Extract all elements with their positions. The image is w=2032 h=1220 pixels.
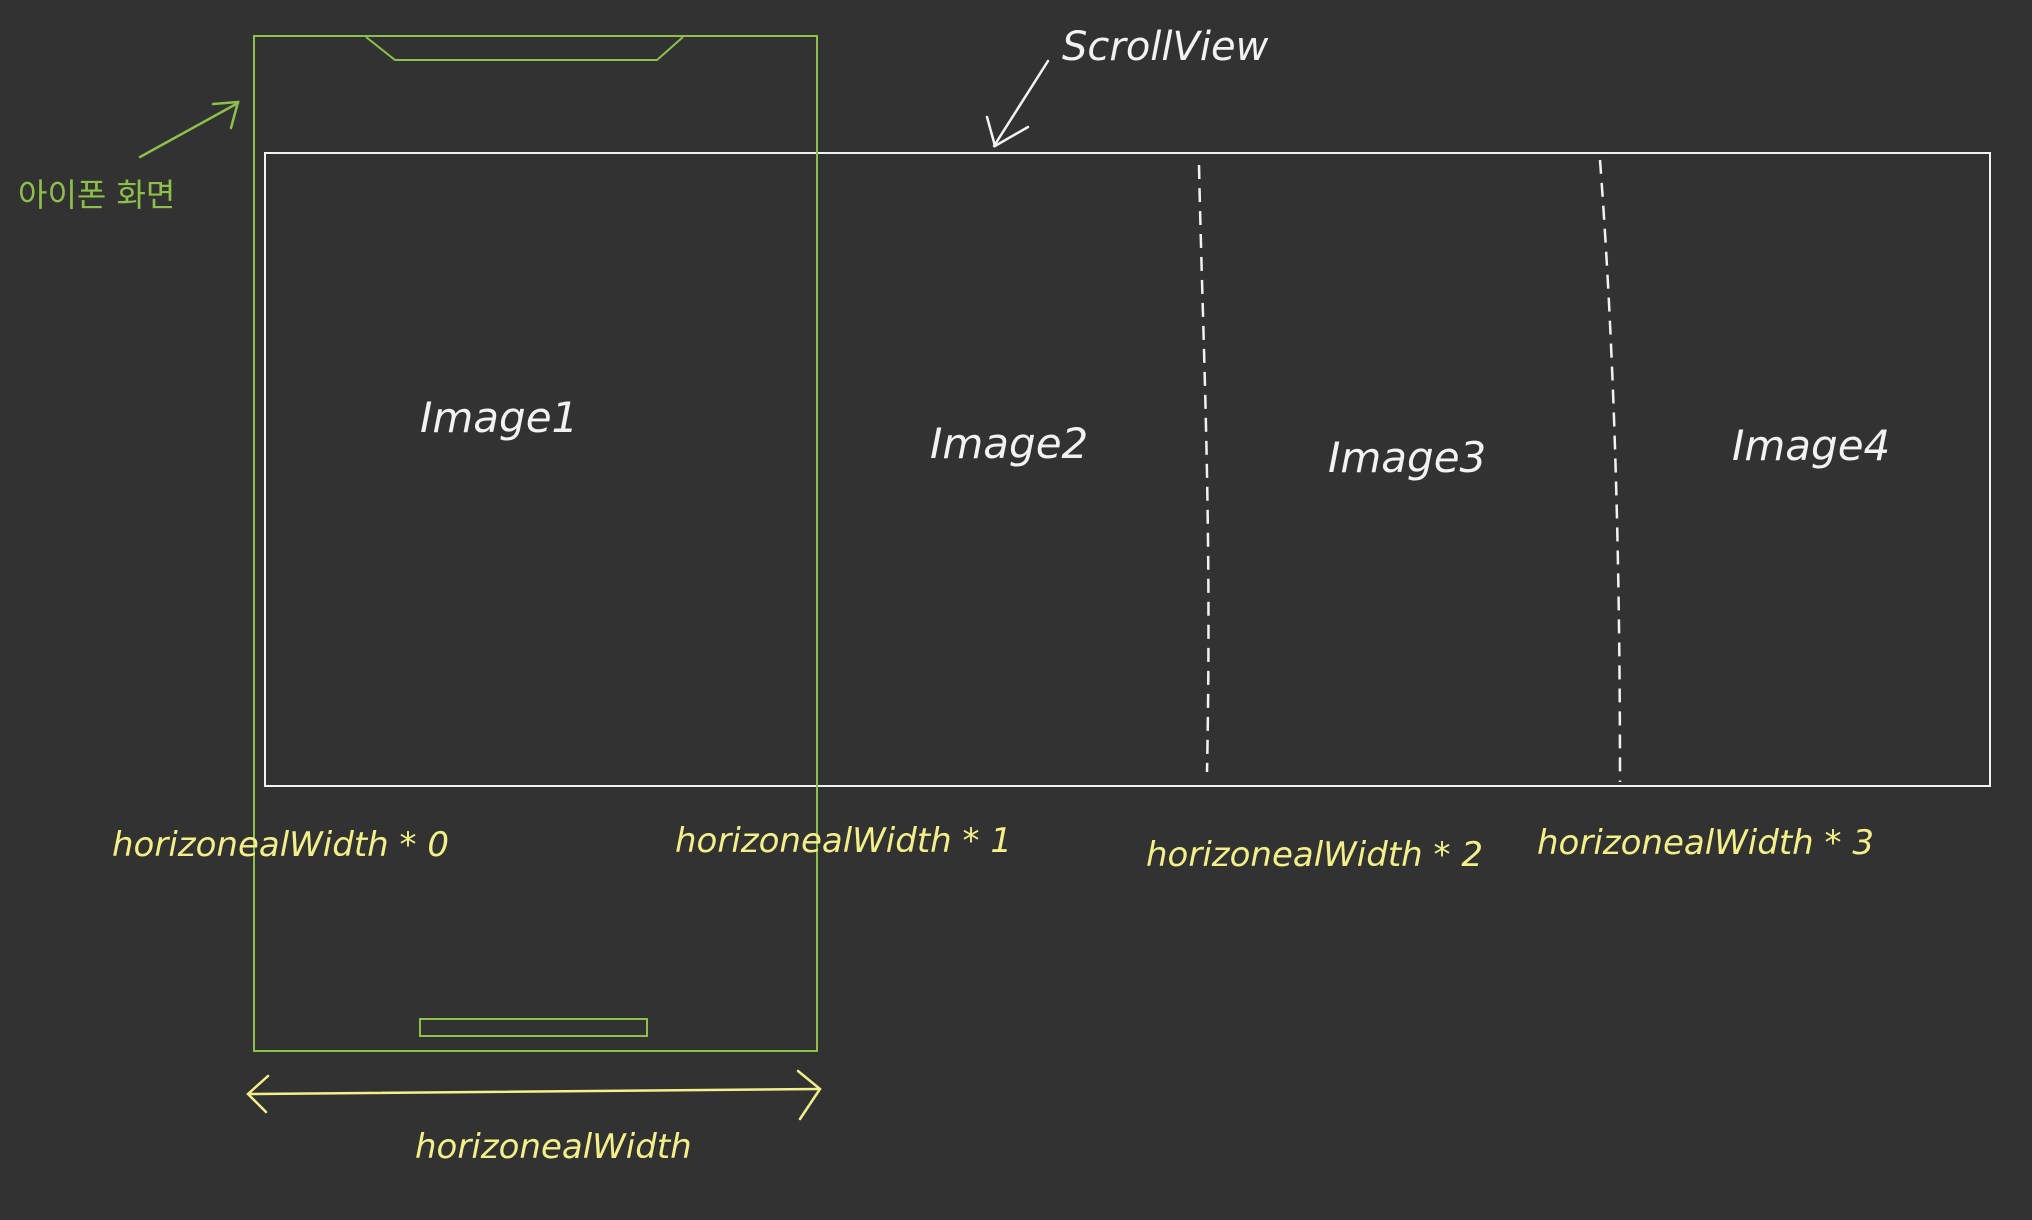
offset-3-label: horizonealWidth * 3 [1537,823,1874,863]
iphone-notch [365,36,684,61]
width-dimension-label: horizonealWidth [415,1127,692,1167]
scrollview-pointer-arrow-icon [985,59,1050,148]
offset-2-label: horizonealWidth * 2 [1146,835,1483,875]
phone-screen-label: 아이폰 화면 [18,176,175,214]
scrollview-frame [264,152,1991,787]
offset-1-label: horizonealWidth * 1 [675,821,1012,861]
page-divider-2-3 [1197,164,1210,773]
image-2-label: Image2 [930,419,1088,468]
width-measure-double-arrow-icon [246,1069,822,1121]
image-3-label: Image3 [1328,433,1486,482]
image-4-label: Image4 [1732,421,1890,470]
scrollview-label: ScrollView [1062,24,1269,70]
iphone-screen-frame [253,35,818,1052]
iphone-home-indicator [419,1018,648,1037]
page-divider-3-4 [1598,159,1622,783]
phone-pointer-arrow-icon [138,100,240,159]
image-1-label: Image1 [420,393,578,442]
offset-0-label: horizonealWidth * 0 [112,825,449,865]
